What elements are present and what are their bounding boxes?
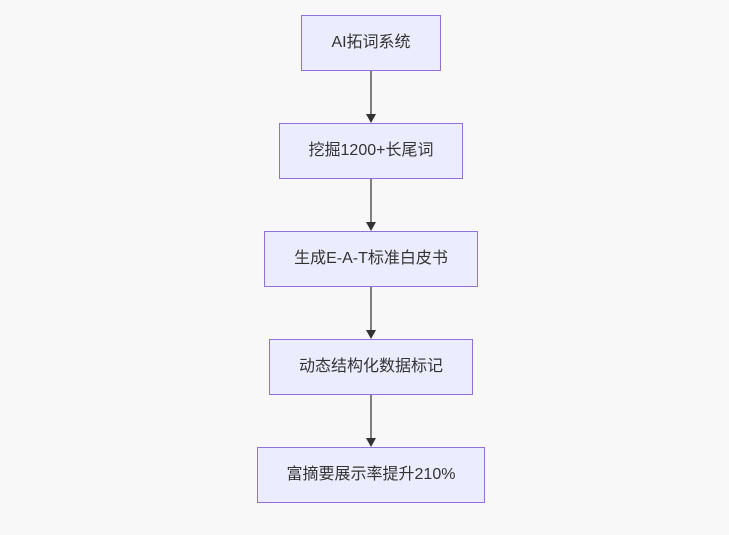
node-label: 富摘要展示率提升210% [286,466,456,484]
flowchart-node-4: 动态结构化数据标记 [268,339,473,395]
flowchart-node-2: 挖掘1200+长尾词 [278,123,464,179]
edge-line [370,287,372,330]
flowchart-edge-1 [366,71,376,123]
edge-line [370,71,372,114]
flowchart-node-5: 富摘要展示率提升210% [256,447,486,503]
arrow-down-icon [366,222,376,231]
node-label: 动态结构化数据标记 [298,358,443,376]
flowchart-edge-4 [366,395,376,447]
edge-line [370,395,372,438]
arrow-down-icon [366,330,376,339]
flowchart-node-1: AI拓词系统 [301,15,441,71]
flowchart-edge-3 [366,287,376,339]
edge-line [370,179,372,222]
node-label: 生成E-A-T标准白皮书 [294,250,448,268]
flowchart-edge-2 [366,179,376,231]
arrow-down-icon [366,114,376,123]
node-label: AI拓词系统 [331,34,411,52]
flowchart-node-3: 生成E-A-T标准白皮书 [264,231,478,287]
arrow-down-icon [366,438,376,447]
node-label: 挖掘1200+长尾词 [308,142,434,160]
